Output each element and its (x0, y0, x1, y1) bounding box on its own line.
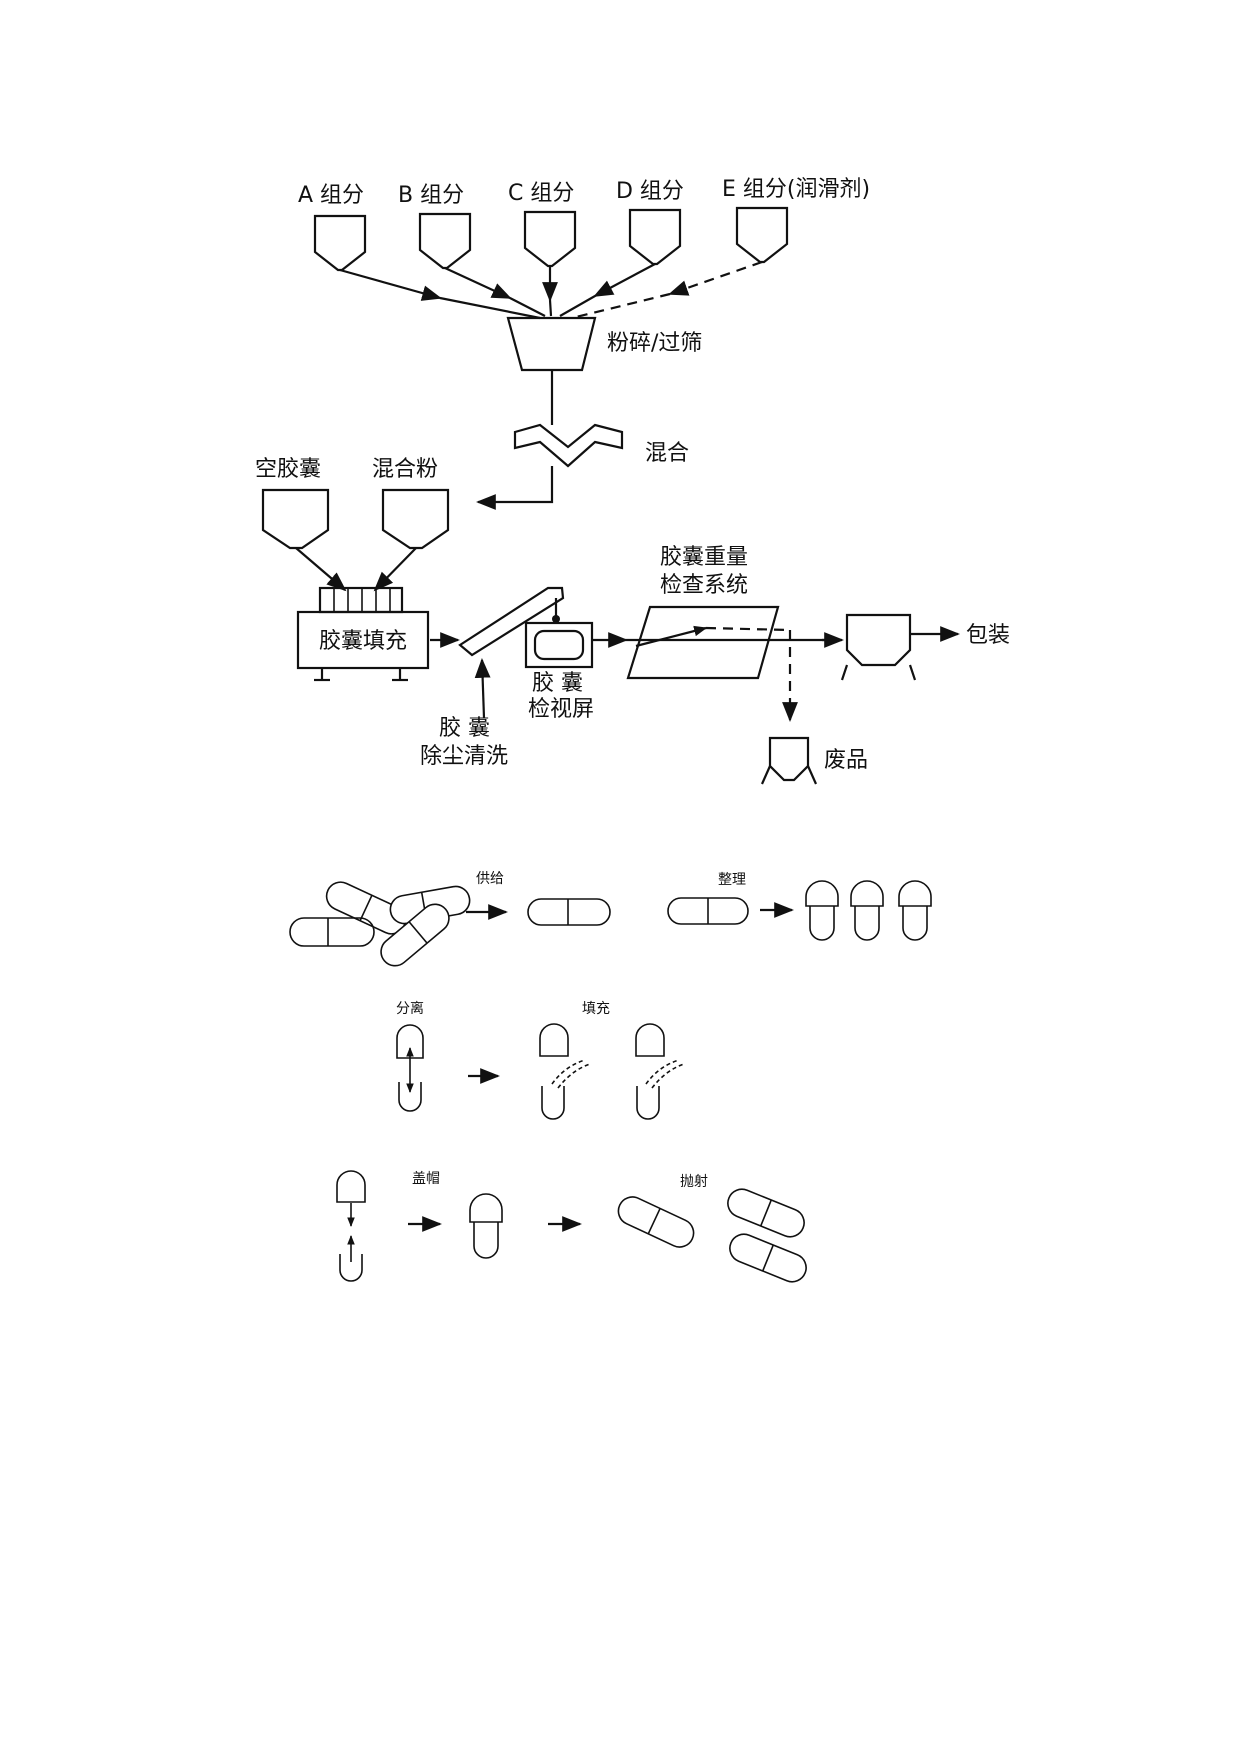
source-label-b: B 组分 (398, 183, 464, 208)
fill-powder-stream-2a (645, 1059, 680, 1085)
mixed-powder-label: 混合粉 (372, 457, 438, 482)
fill-powder-stream-1b (557, 1063, 591, 1089)
dedust-label-line1: 胶 囊 (439, 716, 490, 741)
accepted-hopper: 包装 (840, 613, 1010, 681)
feed-arrow-a (339, 268, 442, 301)
step-fill-label: 填充 (582, 1001, 610, 1017)
capsule-horizontal (667, 897, 749, 925)
filling-machine: 胶囊填充 (296, 586, 430, 682)
source-labels: A 组分 B 组分 C 组分 D 组分 E 组分(润滑剂) (298, 177, 870, 208)
source-label-a: A 组分 (298, 183, 364, 208)
weight-check-platform (626, 605, 780, 680)
step-arrange-label: 整理 (718, 872, 746, 888)
cap-step-body (339, 1254, 363, 1282)
dedust-air-arrow (474, 658, 491, 719)
fill-cap-1 (539, 1023, 569, 1057)
step-separate-label: 分离 (396, 1000, 424, 1017)
feed-arrow-e (668, 260, 763, 296)
capsule-ejected-3 (729, 1233, 807, 1283)
package-label: 包装 (966, 623, 1010, 648)
weight-label-line2: 检查系统 (660, 573, 748, 598)
feed-line-d (559, 295, 596, 317)
source-hoppers (313, 206, 789, 272)
reject-label: 废品 (824, 748, 868, 773)
reject-hopper: 废品 (760, 736, 868, 785)
step-separate: 分离 (396, 1000, 500, 1112)
mixer (513, 423, 624, 468)
step-cap-label: 盖帽 (412, 1171, 440, 1187)
source-label-d: D 组分 (616, 179, 684, 204)
fill-cap-2 (635, 1023, 665, 1057)
capsule-closed-upright (469, 1193, 503, 1259)
weight-check-system: 胶囊重量 检查系统 (626, 545, 844, 722)
accepted-hopper-body (845, 613, 912, 667)
feed-arrow-d (593, 263, 656, 297)
feed-line-b (509, 297, 546, 317)
feed-lines (339, 260, 763, 320)
inspection-label-line2: 检视屏 (528, 697, 594, 722)
capsule-feed-arrow (295, 547, 347, 592)
feed-line-c (548, 299, 553, 317)
mixed-powder-hopper (381, 488, 450, 550)
reject-hopper-body (768, 736, 810, 782)
fill-body-1 (541, 1086, 565, 1120)
mill-label: 粉碎/过筛 (607, 331, 702, 356)
step-fill: 填充 (539, 1001, 685, 1120)
weight-label-line1: 胶囊重量 (660, 545, 748, 570)
hopper-e (735, 206, 789, 264)
capsule-upright-3 (898, 880, 932, 941)
inspection-screen-outer (524, 621, 594, 669)
feed-line-e (571, 292, 671, 320)
step-supply-label: 供给 (476, 871, 504, 887)
feed-arrow-b (444, 267, 512, 299)
step-cap: 盖帽 (336, 1170, 582, 1282)
inspection-screen-inner (533, 629, 585, 661)
capsule-supplied (527, 898, 611, 926)
hopper-a (313, 214, 367, 272)
powder-feed-arrow (373, 547, 417, 592)
fill-powder-stream-1a (551, 1059, 586, 1085)
capsule-upright-1 (805, 880, 839, 941)
fill-powder-stream-2b (651, 1063, 685, 1089)
hopper-b (418, 212, 472, 270)
reject-diverter-line (705, 626, 791, 632)
step-supply: 供给 (289, 871, 611, 967)
hopper-d (628, 208, 682, 266)
capsule-ejected-1 (617, 1196, 695, 1248)
dedust-label-line2: 除尘清洗 (420, 744, 508, 769)
filling-machine-label: 胶囊填充 (319, 629, 407, 654)
inspection-screen: 胶 囊 检视屏 (524, 598, 594, 722)
mill-sieve (506, 316, 597, 372)
filling-machine-body (296, 610, 430, 670)
cap-part (396, 1024, 424, 1059)
fill-body-2 (636, 1086, 660, 1120)
source-label-e: E 组分(润滑剂) (722, 177, 870, 202)
hopper-c (523, 210, 577, 268)
capsule-ejected-2 (727, 1188, 805, 1238)
body-part (398, 1082, 422, 1112)
inspection-label-line1: 胶 囊 (532, 671, 583, 696)
cap-step-cap (336, 1170, 366, 1203)
capsule-loose-3 (289, 917, 375, 947)
empty-capsule-hopper (261, 488, 330, 550)
empty-capsule-label: 空胶囊 (255, 457, 321, 482)
step-eject: 抛射 (617, 1174, 807, 1283)
mixer-to-hopper-line (486, 466, 554, 504)
capsule-loose-4 (380, 903, 450, 967)
dedust-chute: 胶 囊 除尘清洗 (420, 586, 565, 769)
screen-drop-point (552, 615, 560, 623)
step-arrange: 整理 (667, 872, 932, 941)
mixer-label: 混合 (645, 441, 689, 466)
feed-line-a (439, 296, 541, 320)
capsule-upright-2 (850, 880, 884, 941)
step-eject-label: 抛射 (680, 1174, 708, 1190)
dedust-chute-body (458, 586, 565, 657)
weight-inner-arrow (635, 625, 708, 648)
source-label-c: C 组分 (508, 181, 574, 206)
